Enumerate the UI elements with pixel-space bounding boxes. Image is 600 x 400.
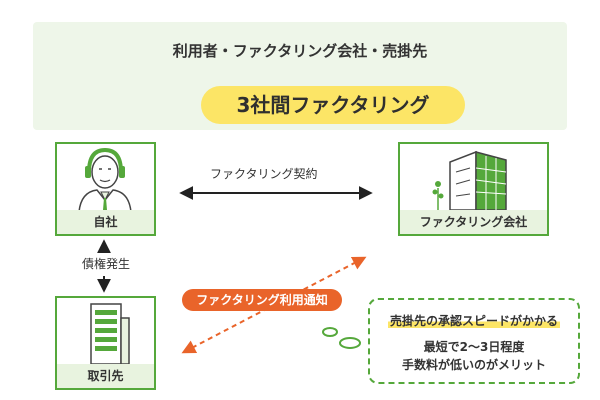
header-title: 3社間ファクタリング: [201, 86, 465, 124]
entity-factoring-company: ファクタリング会社: [398, 142, 549, 236]
building-icon: [90, 303, 130, 365]
entity-factoring-company-label: ファクタリング会社: [400, 210, 547, 234]
entity-self: 自社: [55, 142, 156, 236]
contract-label: ファクタリング契約: [210, 167, 318, 181]
callout-line-1: 売掛先の承認スピードがかかる: [370, 312, 578, 329]
callout-bubble: 売掛先の承認スピードがかかる 最短で2〜3日程度 手数料が低いのがメリット: [368, 298, 580, 384]
entity-self-label: 自社: [57, 210, 154, 234]
entity-buyer-label: 取引先: [57, 364, 154, 388]
header-subtitle: 利用者・ファクタリング会社・売掛先: [172, 42, 428, 60]
office-building-icon: [432, 150, 507, 211]
businessman-icon: [78, 147, 132, 213]
header-panel: 利用者・ファクタリング会社・売掛先 3社間ファクタリング: [33, 22, 567, 130]
thought-bubble-large: [339, 337, 361, 349]
notice-label: ファクタリング利用通知: [182, 289, 342, 311]
entity-buyer: 取引先: [55, 296, 156, 390]
callout-line-3: 手数料が低いのがメリット: [401, 358, 546, 372]
claim-label: 債権発生: [81, 257, 130, 271]
callout-line-1-text: 売掛先の承認スピードがかかる: [387, 314, 560, 328]
callout-line-2: 最短で2〜3日程度: [423, 340, 525, 354]
thought-bubble-small: [322, 327, 338, 337]
